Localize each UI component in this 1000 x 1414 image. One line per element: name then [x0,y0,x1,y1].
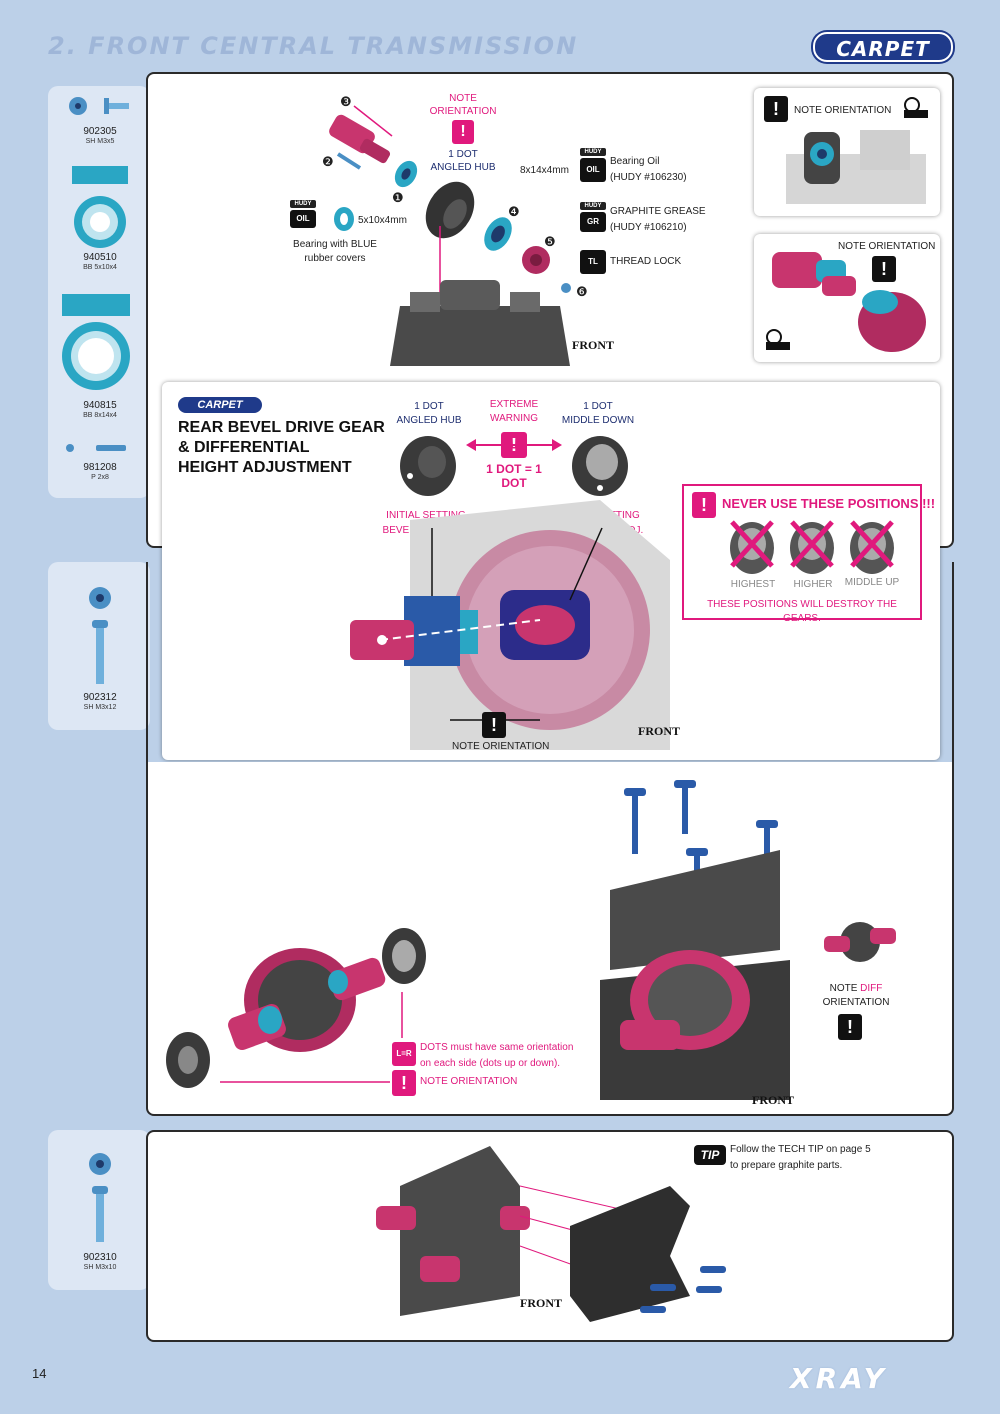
hudy-badge: HUDY [580,148,606,156]
panel-2-top-edge [952,562,954,762]
oil-icon: OIL [580,158,606,182]
panel-2-top-edge [146,562,148,762]
front-marker: FRONT [520,1296,562,1310]
callout-5: ❺ [544,234,556,249]
xray-logo: XRAY [790,1362,888,1395]
part-code: 981208 [83,462,117,473]
screw-902305-icon [69,97,129,115]
warning-icon: ! [452,120,474,144]
bearing-940815-icon [62,294,130,390]
angled-hub-label: 1 DOT ANGLED HUB [430,149,496,173]
forbidden-positions-illustration [730,520,894,574]
step3-diff-illustration [166,928,426,1088]
position-label: HIGHEST [730,579,776,590]
part-code: 902305 [83,126,117,137]
front-marker: FRONT [638,724,680,738]
part-desc: SH M3x5 [85,138,115,145]
bearing-8x14-label: 8x14x4mm [520,165,569,176]
screw-902310-icon [89,1153,111,1242]
left-hub-label: 1 DOT ANGLED HUB [396,401,462,426]
part-desc: BB 8x14x4 [83,412,117,419]
diff-orientation-illustration [824,922,896,962]
graphite-grease-label: GRAPHITE GREASE (HUDY #106210) [610,206,706,233]
right-hub-label: 1 DOT MIDDLE DOWN [561,401,635,426]
diff-orientation-note: NOTE DIFF ORIENTATION [818,982,894,1010]
warning-icon: ! [392,1070,416,1096]
page-number: 14 [32,1366,47,1381]
tip-badge: TIP [694,1145,726,1165]
dot-equation: 1 DOT = 1 DOT [486,462,542,490]
lr-icon: L=R [392,1042,416,1066]
middle-down-hub-illustration [572,436,628,496]
pin-981208-icon [66,444,126,452]
part-code: 940815 [83,400,117,411]
never-use-heading: NEVER USE THESE POSITIONS !!! [722,496,936,511]
magnifier-detail-icon [904,97,928,118]
part-desc: BB 5x10x4 [83,264,117,271]
part-desc: P 2x8 [91,474,109,481]
magnifier-detail-icon [766,329,790,350]
parts-sidebar-1 [48,86,150,498]
carpet-note-orientation: NOTE ORIENTATION [452,741,550,752]
bearing-940510-icon [72,166,128,248]
hudy-badge: HUDY [580,202,606,210]
carpet-box-heading: REAR BEVEL DRIVE GEAR & DIFFERENTIAL HEI… [178,419,385,476]
warning-icon: ! [838,1014,862,1040]
bearing-blue-label: Bearing with BLUE rubber covers [293,239,377,264]
callout-1: ❶ [392,190,404,205]
diff-note-suffix: ORIENTATION [822,997,890,1008]
oil-icon: OIL [290,210,316,228]
warning-icon: ! [764,96,788,122]
warning-icon: ! [872,256,896,282]
callout-2: ❷ [322,154,334,169]
warning-icon: ! [692,492,716,518]
carpet-box-badge: CARPET [178,397,262,413]
position-label: HIGHER [793,579,833,590]
part-desc: SH M3x10 [83,1264,117,1271]
part-code: 902310 [83,1252,117,1263]
part-desc: SH M3x12 [83,704,117,711]
tip-text: Follow the TECH TIP on page 5 to prepare… [730,1144,871,1171]
step1-assembly-illustration [329,105,571,366]
front-marker: FRONT [752,1093,794,1107]
step3-housing-illustration [600,780,790,1100]
callout-3: ❸ [340,94,352,109]
step4-assembly-illustration [376,1146,726,1322]
grease-icon: GR [580,212,606,232]
screw-902312-icon [89,587,111,684]
destroy-warning: THESE POSITIONS WILL DESTROY THE GEARS. [707,599,897,624]
inset2-illustration [772,252,926,352]
callout-6: ❻ [576,284,588,299]
step-panel-2 [146,762,954,1116]
page-title: 2. FRONT CENTRAL TRANSMISSION [48,32,579,60]
inset-note-orientation: NOTE ORIENTATION [794,105,892,116]
extreme-warning-label: EXTREME WARNING [489,399,539,424]
bearing-oil-label: Bearing Oil (HUDY #106230) [610,156,687,183]
inset1-illustration [786,130,926,204]
bearing-5x10-icon [334,207,354,231]
part-code: 902312 [83,692,117,703]
callout-4: ❹ [508,204,520,219]
diff-note-word: DIFF [860,983,883,994]
thread-lock-label: THREAD LOCK [610,256,682,267]
front-marker: FRONT [572,338,614,352]
dots-orientation-note: DOTS must have same orientation on each … [420,1042,574,1069]
note-orientation-top: NOTE ORIENTATION [429,93,497,117]
carpet-badge: CARPET [813,32,953,62]
part-code: 940510 [83,252,117,263]
warning-icon: ! [482,712,506,738]
threadlock-icon: TL [580,250,606,274]
angled-hub-illustration [400,436,456,496]
position-label: MIDDLE UP [844,577,900,588]
note-orientation-label: NOTE ORIENTATION [420,1076,518,1087]
bearing-5x10-label: 5x10x4mm [358,215,407,226]
double-arrow-icon [466,439,562,451]
hudy-badge: HUDY [290,200,316,208]
step-panel-3 [146,1130,954,1342]
inset-note-orientation: NOTE ORIENTATION [838,241,936,252]
diff-height-cross-section [350,500,670,750]
diff-note-prefix: NOTE [829,983,861,994]
